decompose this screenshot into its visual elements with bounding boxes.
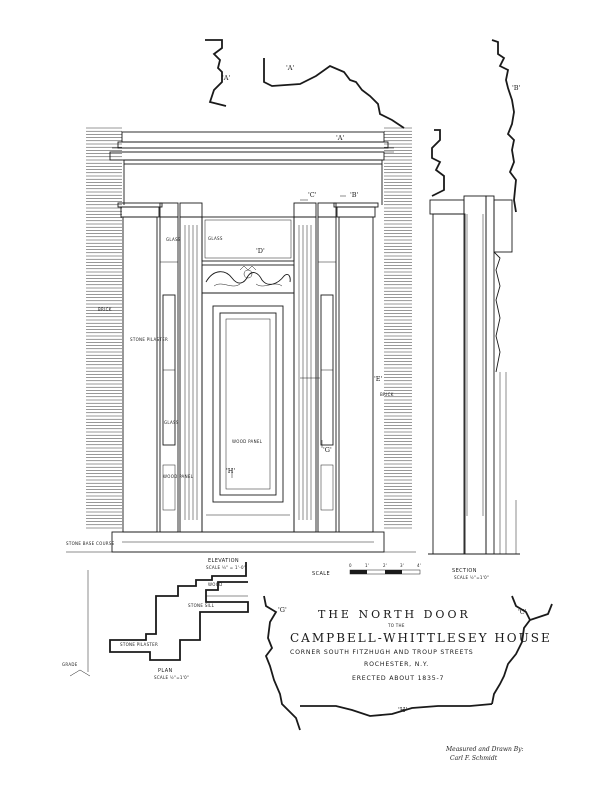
title-line1: THE NORTH DOOR [318, 608, 471, 621]
section-scale: SCALE ½"=1'0" [454, 575, 489, 580]
bar-scale-label: SCALE [312, 571, 330, 577]
fluted-column-left [179, 216, 203, 533]
title-line4: CORNER SOUTH FITZHUGH AND TROUP STREETS [290, 649, 474, 656]
note-glass-top: GLASS [208, 236, 223, 241]
detail-label-g: 'G' [278, 606, 287, 614]
marker-c: 'C' [308, 191, 317, 199]
plan-drawing [69, 562, 249, 677]
note-glass-side: GLASS [164, 420, 179, 425]
marker-b: 'B' [350, 191, 359, 199]
note-stone-base: STONE BASE COURSE [66, 541, 115, 546]
plan-note-grade: GRADE [62, 662, 78, 667]
title-line5: ROCHESTER, N.Y. [364, 661, 429, 668]
detail-label-c: 'C' [518, 608, 527, 616]
profile-detail-a-left: 'A' [205, 39, 230, 107]
pilaster-caps [117, 202, 379, 218]
fluted-column-right [293, 216, 317, 533]
profile-detail-a-mid: 'A' [263, 58, 405, 129]
door [201, 292, 295, 533]
detail-pointers [231, 195, 346, 478]
stone-base-course [66, 531, 416, 553]
marker-g: 'G' [323, 446, 332, 454]
bar-scale-tick-0: 0 [349, 563, 352, 568]
bar-scale-tick-1: 1' [365, 563, 369, 568]
plan-label: PLAN [158, 668, 173, 674]
plan-note-wood: WOOD [208, 582, 223, 587]
note-wood-panel-door: WOOD PANEL [232, 439, 263, 444]
marker-h: 'H' [226, 467, 235, 475]
plan-scale: SCALE ½"=1'0" [154, 675, 189, 680]
brick-hatching-left [86, 127, 122, 529]
entablature [109, 131, 394, 205]
note-wood-panel-side: WOOD PANEL [163, 474, 194, 479]
title-line3: CAMPBELL-WHITTLESEY HOUSE [290, 631, 552, 645]
plan-note-stone-pilaster: STONE PILASTER [120, 642, 158, 647]
bar-scale-tick-4: 4' [417, 563, 421, 568]
detail-label-h: 'H' [398, 706, 407, 714]
sidelight-left [159, 216, 179, 533]
elevation-label: ELEVATION [208, 558, 239, 564]
bar-scale: SCALE 0 1' 2' 3' 4' [312, 563, 421, 577]
note-stone-pilaster: STONE PILASTER [130, 337, 168, 342]
marker-d: 'D' [256, 247, 265, 255]
title-line6: ERECTED ABOUT 1835-7 [352, 675, 444, 682]
sidelight-right [317, 216, 337, 533]
plan-note-stone-sill: STONE SILL [188, 603, 215, 608]
transom-glass [201, 216, 295, 262]
profile-detail-b: 'B' [491, 39, 521, 213]
signature-line2: Carl F. Schmidt [450, 755, 498, 762]
stone-pilaster-right [338, 216, 374, 533]
carved-frieze [201, 264, 295, 294]
bar-scale-tick-3: 3' [400, 563, 404, 568]
title-cartouche [263, 595, 553, 731]
marker-e: 'E' [374, 375, 383, 383]
note-brick-right: BRICK [380, 392, 394, 397]
marker-a-top: 'A' [336, 134, 344, 142]
section-label: SECTION [452, 568, 477, 574]
detail-label-a-mid: 'A' [286, 64, 294, 72]
section-drawing [428, 129, 520, 555]
stone-pilaster-left [122, 216, 158, 533]
note-glass-left: GLASS [166, 237, 181, 242]
signature-line1: Measured and Drawn By: [445, 746, 524, 753]
brick-hatching-right [384, 127, 412, 529]
detail-label-b: 'B' [512, 84, 521, 92]
bar-scale-tick-2: 2' [383, 563, 387, 568]
note-brick-left: BRICK [98, 307, 112, 312]
elevation-scale: SCALE ¼" = 1'-0" [206, 565, 246, 570]
title-line2: TO THE [387, 623, 405, 628]
detail-label-a-left: 'A' [222, 74, 230, 82]
